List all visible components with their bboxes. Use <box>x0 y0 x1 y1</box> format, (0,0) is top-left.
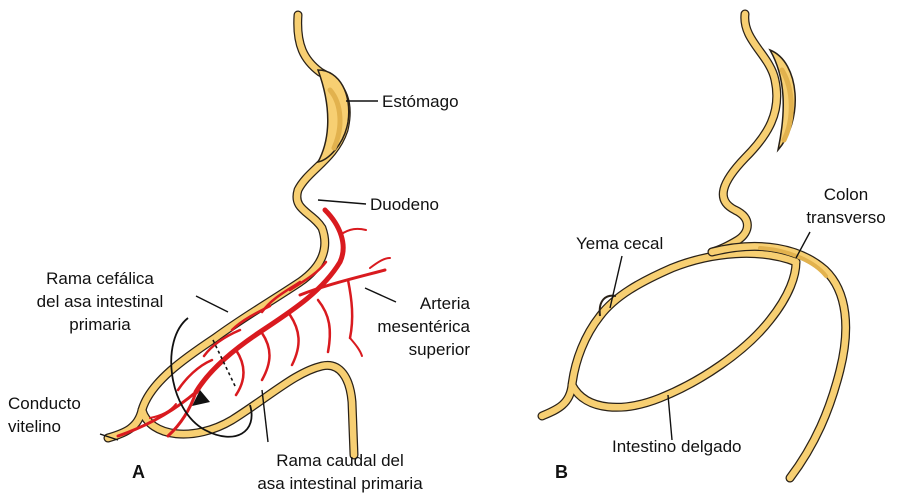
label-colon-line-1: Colon <box>824 185 868 204</box>
panel-a: Estómago Duodeno Rama cefálica del asa i… <box>8 15 471 493</box>
label-estomago: Estómago <box>382 92 459 111</box>
label-arteria-line-1: Arteria <box>420 294 471 313</box>
panel-label-a: A <box>132 462 145 482</box>
label-rama-cefalica-line-1: Rama cefálica <box>46 269 154 288</box>
label-arteria-line-3: superior <box>409 340 471 359</box>
panel-label-b: B <box>555 462 568 482</box>
label-arteria-line-2: mesentérica <box>377 317 470 336</box>
label-duodeno: Duodeno <box>370 195 439 214</box>
label-rama-caudal-line-2: asa intestinal primaria <box>257 474 423 493</box>
label-intestino-delgado: Intestino delgado <box>612 437 742 456</box>
label-conducto-line-2: vitelino <box>8 417 61 436</box>
label-rama-cefalica-line-3: primaria <box>69 315 131 334</box>
label-yema-cecal: Yema cecal <box>576 234 663 253</box>
panel-b: Yema cecal Colon transverso Intestino de… <box>542 14 886 482</box>
label-conducto-line-1: Conducto <box>8 394 81 413</box>
label-rama-caudal-line-1: Rama caudal del <box>276 451 404 470</box>
label-colon-line-2: transverso <box>806 208 885 227</box>
panel-a-gut-tube <box>108 15 354 455</box>
label-rama-cefalica-line-2: del asa intestinal <box>37 292 164 311</box>
